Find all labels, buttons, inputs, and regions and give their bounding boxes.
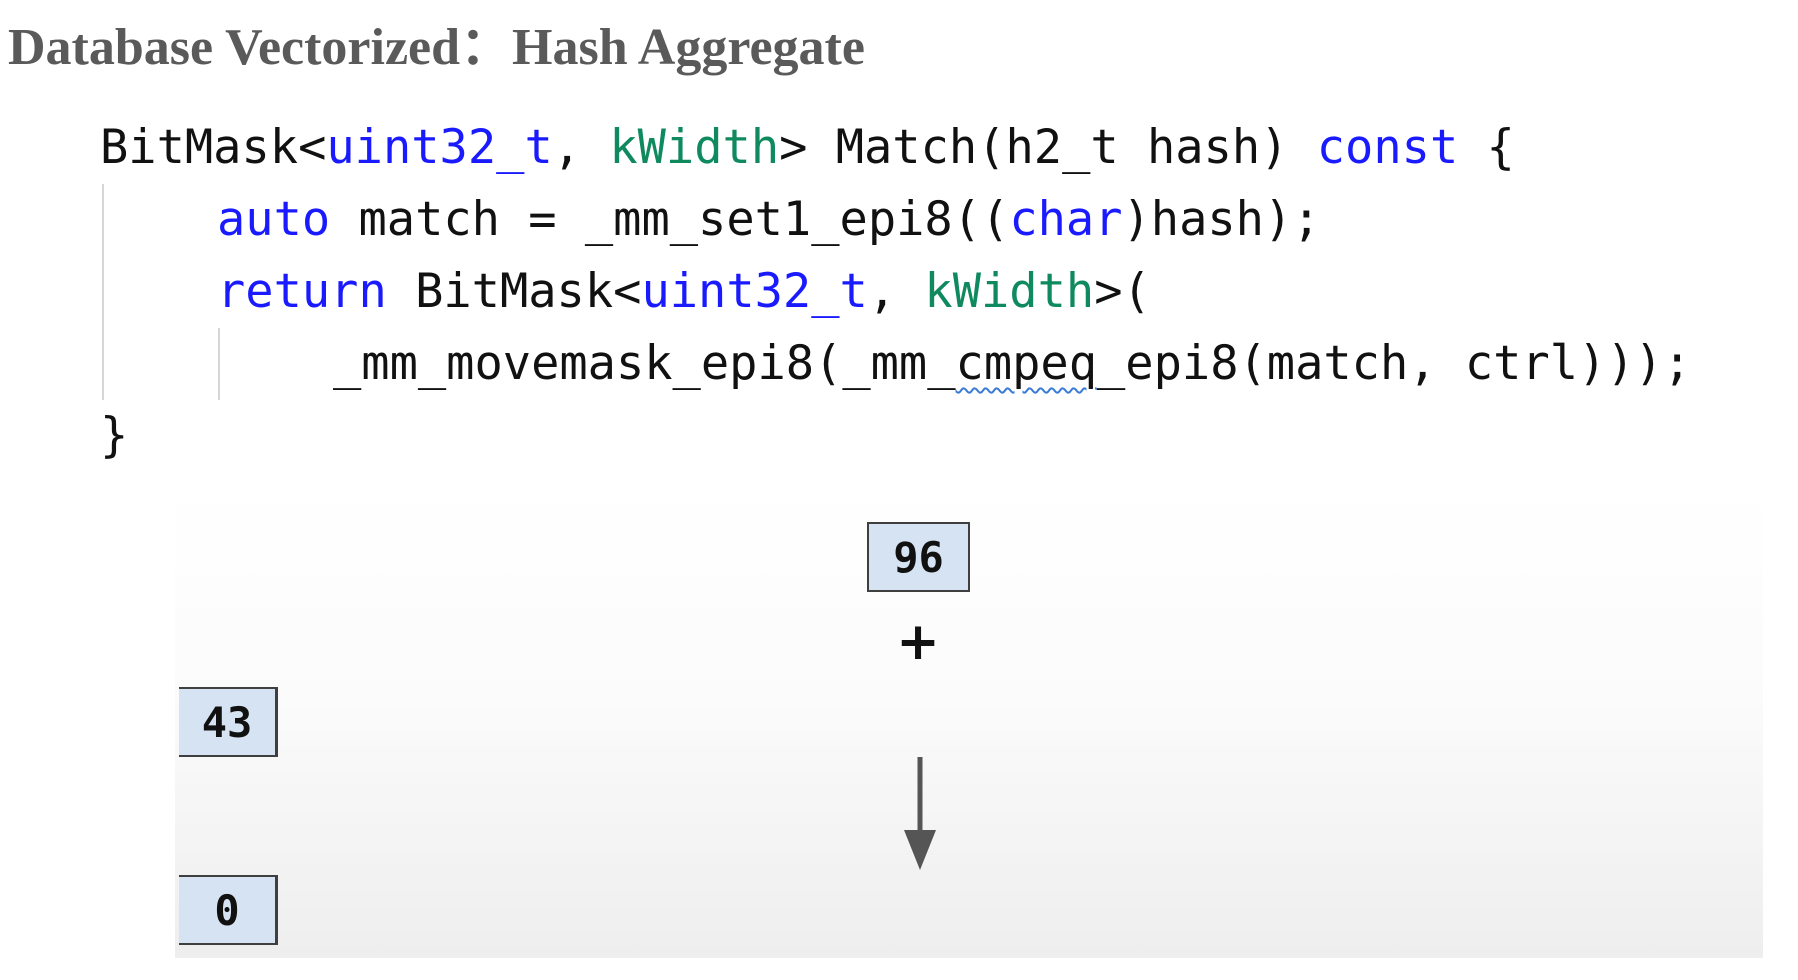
probe-value-box: 96	[867, 522, 970, 592]
title-separator: ：	[460, 19, 513, 76]
code-block: BitMask<uint32_t, kWidth> Match(h2_t has…	[100, 112, 1691, 463]
match-bit-cell: 0	[179, 875, 277, 945]
title-subject: Hash Aggregate	[512, 19, 865, 76]
code-line-5: }	[100, 408, 129, 463]
code-line-1: BitMask<uint32_t, kWidth> Match(h2_t has…	[100, 120, 1515, 175]
simd-diagram: 96 + 7FDF9632F1F8EB437FDF9632F1F8EB43 00…	[175, 487, 1763, 958]
down-arrow	[904, 757, 936, 870]
indent-guide	[102, 184, 104, 400]
code-line-2: auto match = _mm_set1_epi8((char)hash);	[217, 192, 1321, 247]
code-line-4: _mm_movemask_epi8(_mm_cmpeq_epi8(match, …	[333, 336, 1692, 391]
plus-symbol: +	[896, 612, 940, 672]
code-line-3: return BitMask<uint32_t, kWidth>(	[217, 264, 1151, 319]
indent-guide	[218, 328, 220, 400]
spellcheck-squiggle: cmpeq	[955, 336, 1098, 391]
title-prefix: Database Vectorized	[8, 19, 461, 76]
slide-title: Database Vectorized：Hash Aggregate	[8, 8, 865, 88]
ctrl-byte-cell: 43	[179, 687, 277, 757]
